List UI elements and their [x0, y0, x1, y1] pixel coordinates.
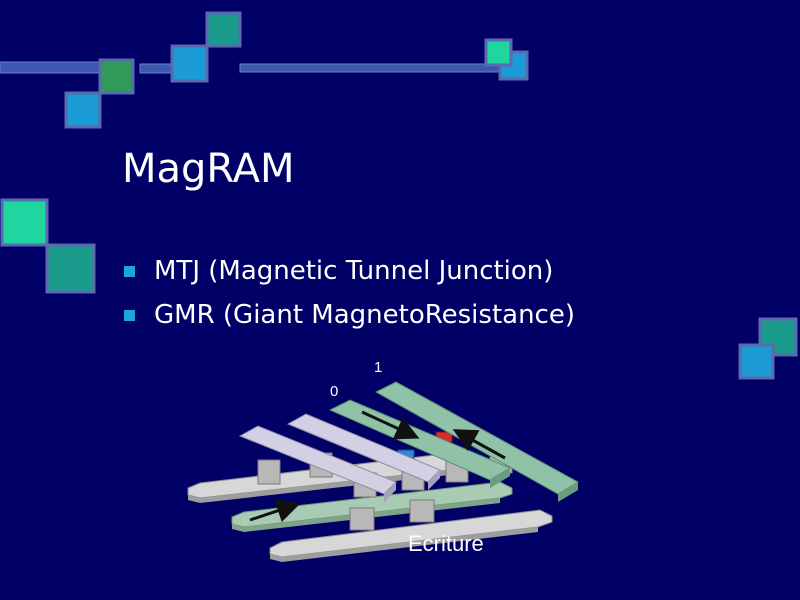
deco-square	[170, 44, 209, 83]
magnetization-arrow-icon	[361, 410, 420, 440]
bullet-text: GMR (Giant MagnetoResistance)	[154, 300, 575, 330]
bullet-list: MTJ (Magnetic Tunnel Junction) GMR (Gian…	[124, 252, 575, 340]
bullet-square-icon	[124, 310, 135, 321]
deco-square	[64, 91, 102, 129]
lower-word-line-front	[269, 509, 553, 562]
magnetization-arrow-icon	[452, 429, 506, 460]
deco-square	[738, 343, 775, 380]
deco-square	[45, 243, 96, 294]
deco-square	[205, 11, 242, 48]
deco-square	[98, 58, 135, 95]
bit-line-active-0	[328, 399, 512, 488]
deco-square	[0, 198, 49, 247]
slide-title: MagRAM	[122, 146, 295, 192]
bit-label-1: 1	[374, 359, 382, 376]
diagram-caption: Ecriture	[408, 531, 484, 556]
bullet-text: MTJ (Magnetic Tunnel Junction)	[154, 256, 554, 286]
deco-square	[484, 38, 513, 67]
deco-line-left	[0, 61, 101, 74]
bit-line-inactive	[286, 413, 441, 490]
bit-line-inactive	[238, 425, 397, 502]
bit-line-active-1	[374, 381, 580, 502]
mram-write-diagram: 0 1 Ecriture	[187, 359, 580, 562]
bullet-item-mtj: MTJ (Magnetic Tunnel Junction)	[124, 252, 575, 296]
magnetization-arrow-icon	[249, 499, 301, 523]
bit-label-0: 0	[330, 383, 338, 400]
bullet-item-gmr: GMR (Giant MagnetoResistance)	[124, 296, 575, 340]
deco-line-right	[239, 63, 501, 73]
bullet-square-icon	[124, 266, 135, 277]
